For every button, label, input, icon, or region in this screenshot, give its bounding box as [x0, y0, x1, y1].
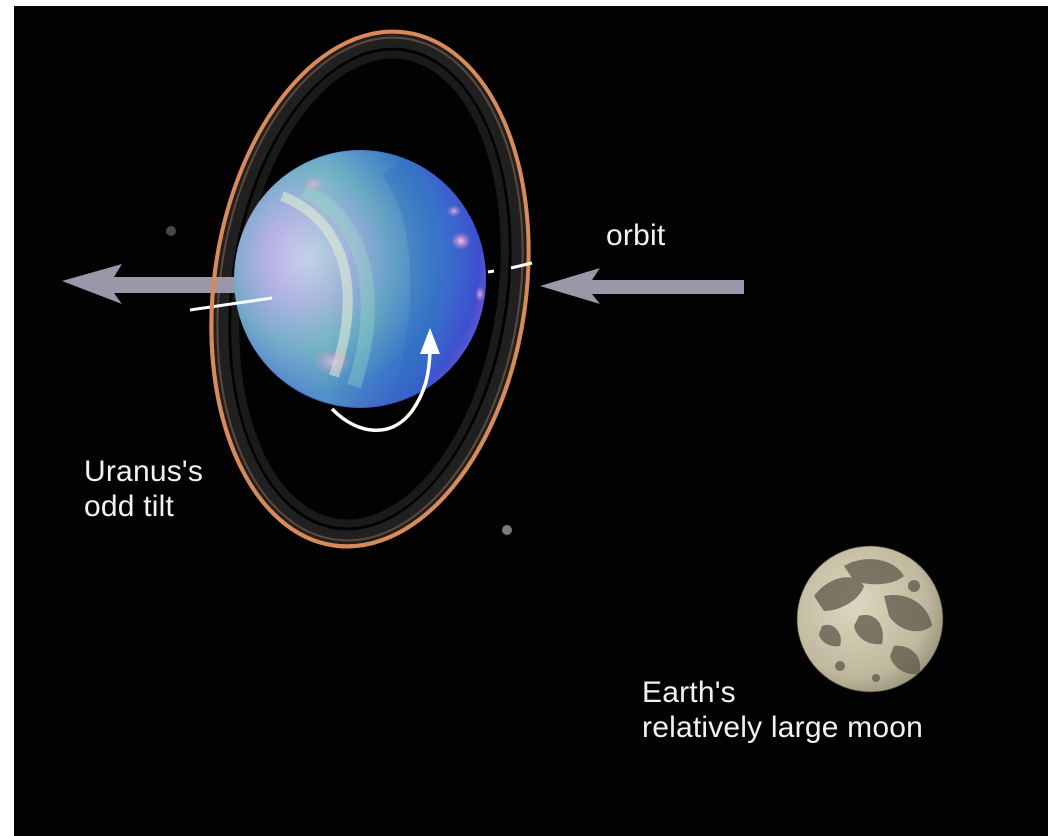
uranus-rings-front	[209, 267, 527, 549]
earth-moon	[796, 545, 944, 693]
moon-label-line1: Earth's	[642, 676, 736, 709]
uranus-label-line1: Uranus's	[84, 455, 204, 488]
scene-artwork	[62, 29, 944, 693]
orbit-direction-arrows	[62, 264, 744, 304]
orbit-label-text: orbit	[606, 219, 666, 252]
uranus-label-line2: odd tilt	[84, 490, 174, 523]
small-satellites	[166, 226, 512, 535]
orbit-label: orbit	[606, 218, 665, 253]
space-scene: orbit Uranus's odd tilt Earth's relative…	[14, 6, 1048, 836]
rotation-arrow	[330, 328, 440, 432]
moon-label: Earth's relatively large moon	[642, 675, 923, 745]
uranus-planet	[189, 150, 533, 408]
moon-label-line2: relatively large moon	[642, 711, 923, 744]
uranus-tilt-label: Uranus's odd tilt	[84, 454, 203, 524]
